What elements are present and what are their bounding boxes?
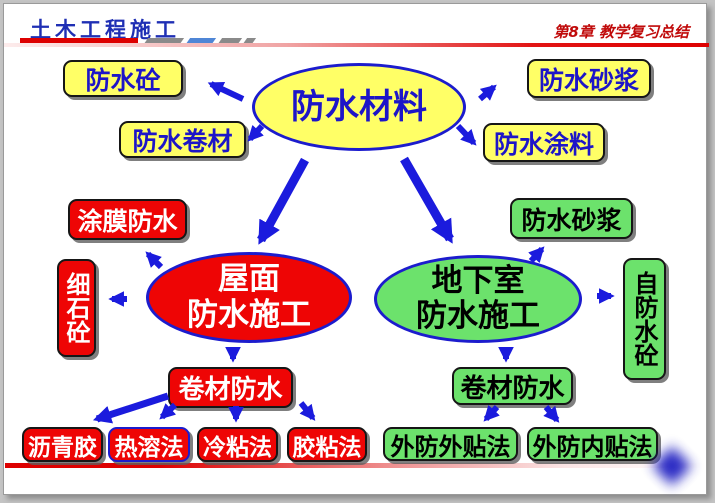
node-jiaozhan-fa: 胶粘法 bbox=[287, 427, 367, 462]
node-waifang-neitie-fa: 外防内贴法 bbox=[527, 427, 658, 461]
node-dixiashi-fangshui-shigong: 地下室 防水施工 bbox=[374, 255, 582, 343]
node-zi-fangshui-tong: 自防水砼 bbox=[623, 258, 666, 380]
node-liqing-jiao: 沥青胶 bbox=[22, 427, 103, 462]
node-fangshui-shajiang-yellow: 防水砂浆 bbox=[527, 59, 651, 98]
node-fangshui-tuliao: 防水涂料 bbox=[483, 123, 605, 162]
node-xishi-tong: 细石砼 bbox=[57, 259, 96, 357]
node-fangshui-juancai: 防水卷材 bbox=[119, 121, 246, 158]
chapter-title: 第8章 教学复习总结 bbox=[553, 23, 689, 41]
node-fangshui-tong: 防水砼 bbox=[63, 60, 183, 97]
node-wumian-fangshui-shigong: 屋面 防水施工 bbox=[146, 252, 352, 343]
node-juancai-fangshui-red: 卷材防水 bbox=[168, 367, 293, 408]
header-divider-line bbox=[4, 43, 709, 47]
node-tumo-fangshui: 涂膜防水 bbox=[68, 199, 187, 240]
footer-divider-line bbox=[5, 463, 705, 468]
node-fangshui-cailiao: 防水材料 bbox=[252, 63, 466, 151]
logo-underline-red bbox=[20, 38, 138, 44]
node-fangshui-shajiang-green: 防水砂浆 bbox=[510, 198, 633, 239]
node-juancai-fangshui-green: 卷材防水 bbox=[452, 367, 573, 405]
node-rerong-fa: 热溶法 bbox=[108, 427, 190, 462]
node-waifang-waitie-fa: 外防外贴法 bbox=[383, 427, 518, 461]
node-lengzhan-fa: 冷粘法 bbox=[197, 427, 278, 462]
